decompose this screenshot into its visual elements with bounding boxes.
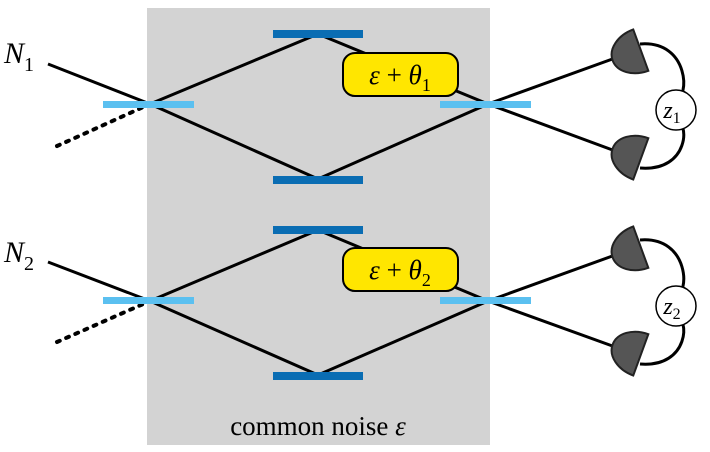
- output-beam-lower: [487, 299, 619, 350]
- input-label-n1: N1: [3, 37, 34, 76]
- interferometer-2: ε + θ2 N2 z2: [3, 225, 697, 380]
- output-beam-upper: [487, 252, 619, 303]
- beam-splitter-icon: [103, 297, 194, 304]
- common-noise-label: common noise ε: [230, 411, 406, 441]
- input-label-n2: N2: [3, 236, 34, 275]
- input-beam: [47, 62, 151, 106]
- output-label-z1: z1: [662, 98, 680, 127]
- mirror-icon: [273, 226, 363, 234]
- output-circle-z2: [655, 285, 697, 327]
- input-beam: [47, 260, 151, 303]
- output-beam-upper: [487, 55, 619, 106]
- vacuum-input-dotted: [55, 299, 152, 344]
- detector-icon: [610, 134, 650, 181]
- mirror-icon: [273, 176, 363, 184]
- beam-splitter-icon: [103, 101, 194, 108]
- phase-shift-label: ε + θ1: [369, 60, 431, 95]
- beam-splitter-icon: [440, 297, 531, 304]
- detector-icon: [610, 330, 650, 377]
- interferometer-1: ε + θ1 N1 z1: [3, 28, 697, 184]
- mirror-icon: [273, 30, 363, 38]
- mirror-icon: [273, 372, 363, 380]
- output-label-z2: z2: [662, 294, 680, 323]
- beam-splitter-icon: [440, 101, 531, 108]
- detector-icon: [610, 28, 650, 75]
- phase-shift-box: [342, 52, 459, 97]
- vacuum-input-dotted: [55, 102, 152, 148]
- detector-icon: [610, 225, 650, 272]
- phase-shift-box: [342, 247, 459, 292]
- phase-shift-label: ε + θ2: [369, 255, 431, 290]
- output-beam-lower: [487, 102, 619, 154]
- output-circle-z1: [655, 89, 697, 131]
